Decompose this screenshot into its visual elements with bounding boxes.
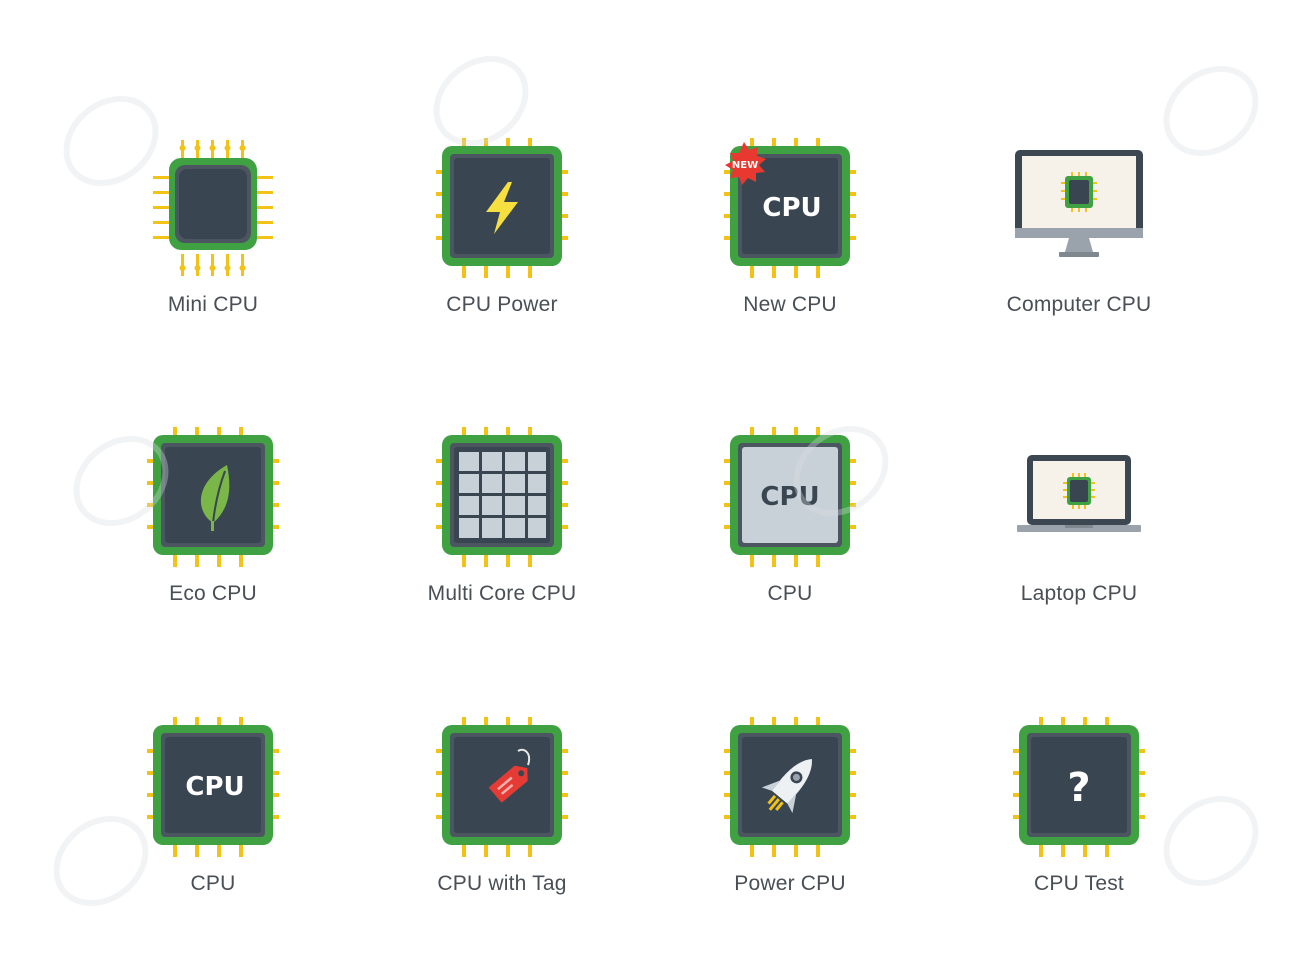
icon-label: CPU Power bbox=[446, 293, 558, 316]
icon-card-power-cpu: Power CPU bbox=[680, 717, 900, 937]
laptop-icon bbox=[1017, 455, 1141, 532]
icon-card-laptop-cpu: Laptop CPU bbox=[969, 427, 1189, 647]
icon-card-multi-core-cpu: Multi Core CPU bbox=[392, 427, 612, 647]
icon-label: CPU Test bbox=[1034, 872, 1124, 895]
icon-label: New CPU bbox=[743, 293, 837, 316]
dark-die-cpu-icon: CPU bbox=[147, 717, 279, 857]
chip-text: CPU bbox=[762, 193, 821, 223]
icon-card-computer-cpu: Computer CPU bbox=[969, 138, 1189, 358]
icon-card-cpu-power: CPU Power bbox=[392, 138, 612, 358]
icon-label: CPU bbox=[767, 582, 813, 605]
chip-text: ? bbox=[1067, 765, 1090, 811]
icon-card-eco-cpu: Eco CPU bbox=[103, 427, 323, 647]
icon-label: Computer CPU bbox=[1006, 293, 1152, 316]
chip-text: CPU bbox=[185, 772, 244, 802]
icon-card-mini-cpu: Mini CPU bbox=[103, 138, 323, 358]
icon-card-new-cpu: CPU NEW New CPU bbox=[680, 138, 900, 358]
icon-label: Power CPU bbox=[734, 872, 846, 895]
mini-cpu-icon bbox=[153, 140, 273, 276]
icon-card-cpu-test: ? CPU Test bbox=[969, 717, 1189, 937]
price-tag-icon bbox=[436, 717, 568, 857]
icon-label: CPU bbox=[190, 872, 236, 895]
lightning-bolt-icon bbox=[436, 138, 568, 278]
icon-label: Eco CPU bbox=[169, 582, 257, 605]
icon-label: Laptop CPU bbox=[1020, 582, 1138, 605]
light-die-cpu-icon: CPU bbox=[724, 427, 856, 567]
icon-card-cpu-with-tag: CPU with Tag bbox=[392, 717, 612, 937]
icon-label: Multi Core CPU bbox=[427, 582, 577, 605]
icon-card-cpu-light: CPU CPU bbox=[680, 427, 900, 647]
core-grid-icon bbox=[436, 427, 568, 567]
rocket-icon bbox=[724, 717, 856, 857]
icon-label: Mini CPU bbox=[167, 293, 259, 316]
new-badge: NEW bbox=[732, 160, 758, 171]
question-mark-icon: ? bbox=[1013, 717, 1145, 857]
icon-label: CPU with Tag bbox=[437, 872, 567, 895]
leaf-icon bbox=[147, 427, 279, 567]
new-badge-cpu-icon: CPU NEW bbox=[724, 138, 856, 278]
icon-card-cpu-dark: CPU CPU bbox=[103, 717, 323, 937]
chip-text: CPU bbox=[760, 482, 819, 512]
desktop-monitor-icon bbox=[1015, 150, 1143, 257]
